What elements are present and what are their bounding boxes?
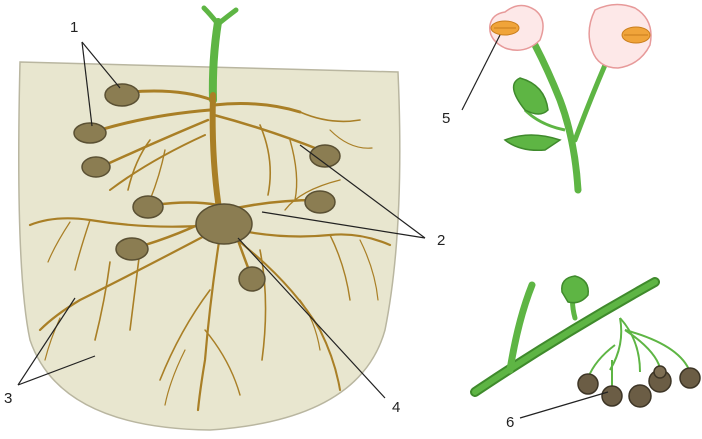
tuber [305, 191, 335, 213]
soil-block [19, 62, 400, 430]
berry [602, 386, 622, 406]
label-4: 4 [392, 399, 400, 416]
berry [680, 368, 700, 388]
label-6: 6 [506, 414, 514, 431]
tuber [74, 123, 106, 143]
mother-tuber [196, 204, 252, 244]
berry [578, 374, 598, 394]
bud-icon [562, 276, 588, 303]
label-2: 2 [437, 232, 445, 249]
tuber [105, 84, 139, 106]
berries [578, 366, 700, 407]
label-1: 1 [70, 19, 78, 36]
label-5: 5 [442, 110, 450, 127]
tuber [133, 196, 163, 218]
berry [629, 385, 651, 407]
fruiting-shoot [475, 276, 700, 407]
label-3: 3 [4, 390, 12, 407]
tuber [82, 157, 110, 177]
leaf-icon [505, 135, 560, 150]
tuber [116, 238, 148, 260]
leaf-icon [514, 78, 548, 114]
flower-icon [490, 5, 543, 50]
flower-icon [589, 4, 651, 68]
tuber [239, 267, 265, 291]
berry [654, 366, 666, 378]
flowering-shoot [490, 4, 651, 190]
